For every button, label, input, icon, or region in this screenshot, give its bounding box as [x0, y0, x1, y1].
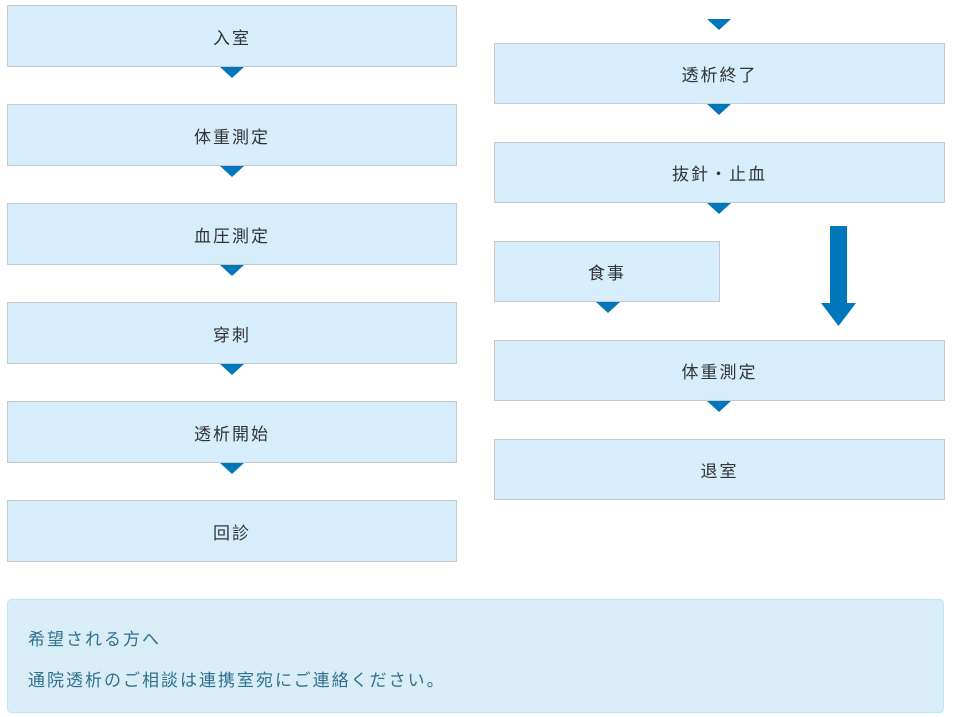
down-arrow-icon [596, 302, 620, 313]
step-weight-after: 体重測定 [494, 340, 945, 401]
info-message: 通院透析のご相談は連携室宛にご連絡ください。 [28, 671, 446, 691]
down-arrow-icon [220, 463, 244, 474]
down-arrow-icon [220, 166, 244, 177]
big-down-arrow-icon [821, 226, 856, 326]
step-needle-removal: 抜針・止血 [494, 142, 945, 203]
step-label: 抜針・止血 [672, 165, 767, 185]
step-label: 体重測定 [681, 363, 758, 383]
step-label: 体重測定 [194, 127, 270, 148]
step-label: 食事 [588, 264, 626, 284]
down-arrow-icon [220, 265, 244, 276]
down-arrow-icon [707, 104, 731, 115]
step-meal: 食事 [494, 241, 720, 302]
down-arrow-icon [707, 19, 731, 30]
step-label: 血圧測定 [194, 226, 270, 247]
step-label: 透析開始 [194, 424, 270, 445]
step-puncture: 穿刺 [7, 302, 457, 364]
down-arrow-icon [707, 401, 731, 412]
down-arrow-icon [707, 203, 731, 214]
step-dialysis-start: 透析開始 [7, 401, 457, 463]
step-exit: 退室 [494, 439, 945, 500]
step-weight: 体重測定 [7, 104, 457, 166]
info-alert: 希望される方へ 通院透析のご相談は連携室宛にご連絡ください。 [7, 599, 944, 713]
info-title: 希望される方へ [28, 630, 161, 650]
down-arrow-icon [220, 364, 244, 375]
down-arrow-icon [220, 67, 244, 78]
step-label: 入室 [213, 28, 251, 49]
step-blood-pressure: 血圧測定 [7, 203, 457, 265]
step-entry: 入室 [7, 5, 457, 67]
step-rounds: 回診 [7, 500, 457, 562]
step-label: 透析終了 [681, 66, 758, 86]
step-dialysis-end: 透析終了 [494, 43, 945, 104]
step-label: 退室 [700, 462, 739, 482]
step-label: 回診 [213, 523, 251, 544]
step-label: 穿刺 [213, 325, 251, 346]
